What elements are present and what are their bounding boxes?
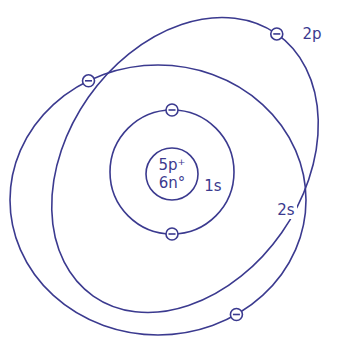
particle-count: 6n° <box>159 174 186 192</box>
orbital-label: 2s <box>275 202 296 219</box>
electron-minus <box>85 80 92 82</box>
particle-count: 5p⁺ <box>159 156 186 174</box>
electron-circle <box>166 104 178 116</box>
electron-symbol <box>166 228 178 240</box>
electron-symbol <box>83 75 95 87</box>
orbital-label: 1s <box>202 178 223 195</box>
electron-circle <box>166 228 178 240</box>
electron-symbol <box>166 104 178 116</box>
orbit-1s <box>110 110 234 234</box>
electron-circle <box>230 308 242 320</box>
electron-minus <box>273 33 280 35</box>
electron-symbol <box>230 308 242 320</box>
orbit-2s <box>10 65 306 335</box>
electron-symbol <box>271 28 283 40</box>
nucleus-text: 5p⁺6n° <box>159 156 186 192</box>
orbital-label: 2p <box>300 26 323 43</box>
nucleus-ring <box>146 148 198 200</box>
electron-minus <box>233 314 240 316</box>
electron-circle <box>271 28 283 40</box>
electron-circle <box>83 75 95 87</box>
nucleus-circle: 5p⁺6n° <box>145 147 199 201</box>
electron-minus <box>169 109 176 111</box>
electron-minus <box>169 233 176 235</box>
